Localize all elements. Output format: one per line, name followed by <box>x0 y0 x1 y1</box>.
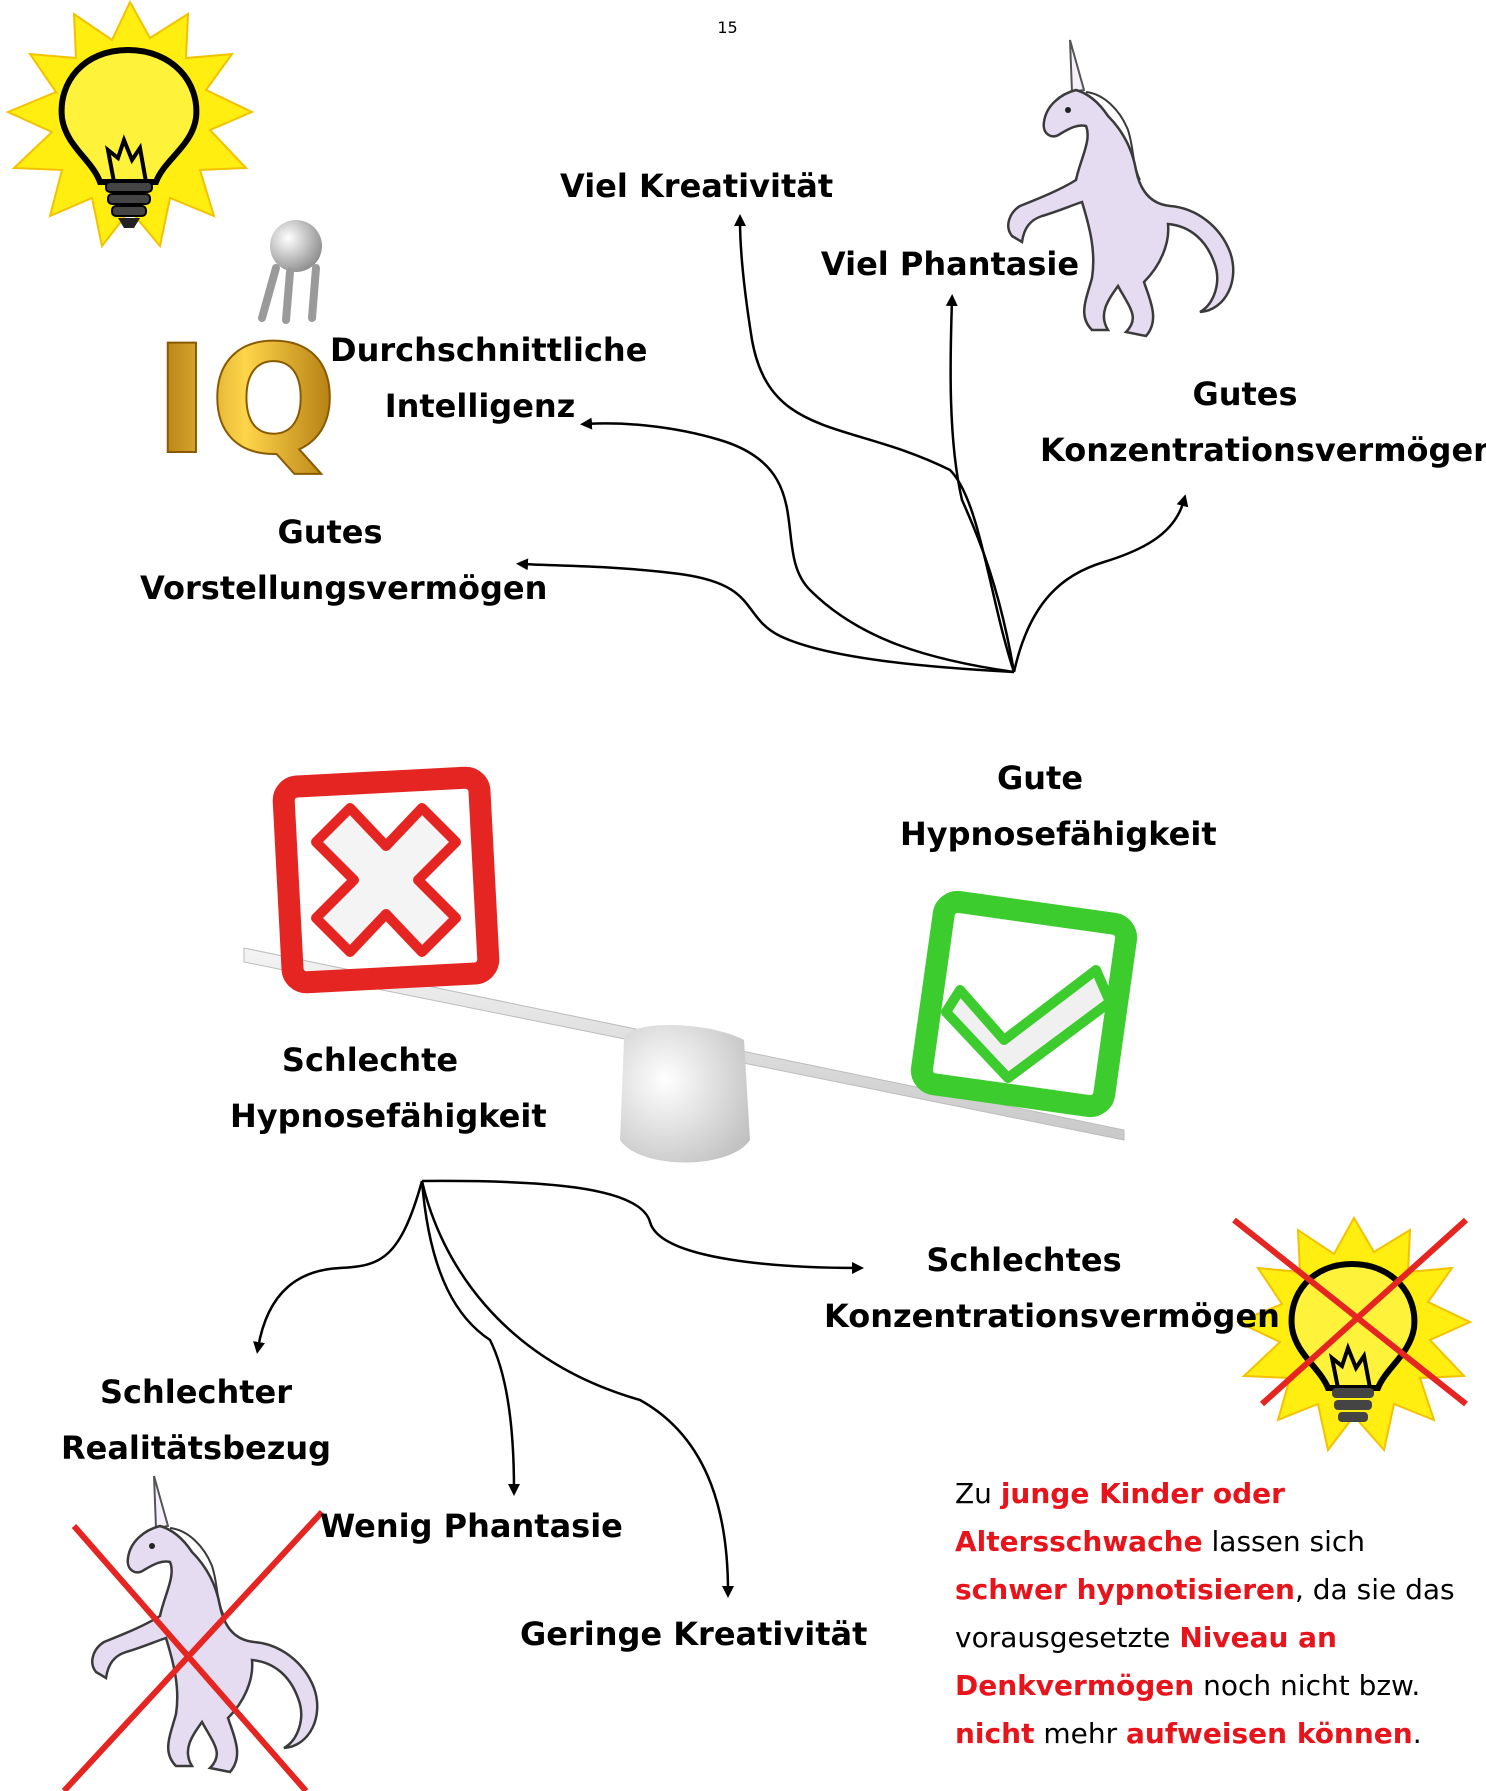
cross-box-icon <box>272 766 500 994</box>
note-text: . <box>1412 1717 1422 1750</box>
unicorn-icon <box>1007 39 1235 338</box>
label-viel-phantasie: Viel Phantasie <box>820 245 1080 283</box>
label-gute-hypnosefaehigkeit: Gute Hypnosefähigkeit <box>900 759 1217 853</box>
seesaw-graphic <box>243 766 1138 1163</box>
arrow-to-konzentration <box>1012 494 1189 673</box>
arrow-to-phantasie <box>945 294 1016 673</box>
note-text: lassen sich <box>1202 1525 1366 1558</box>
note-highlight: aufweisen können <box>1126 1717 1413 1750</box>
note-highlight: Niveau an Denkvermögen <box>955 1621 1337 1702</box>
label-wenig-phantasie: Wenig Phantasie <box>320 1507 623 1545</box>
note-paragraph: Zu junge Kinder oder Altersschwache lass… <box>955 1470 1465 1758</box>
arrow-to-geringe-kreativitaet <box>420 1180 734 1598</box>
lightbulb-icon <box>5 0 255 249</box>
upper-arrow-group <box>516 214 1189 674</box>
label-durchschnittliche-intelligenz: Durchschnittliche Intelligenz <box>330 331 648 425</box>
label-gutes-vorstellungsvermoegen: Gutes Vorstellungsvermögen <box>140 513 548 607</box>
note-text: , da sie das vorausgesetzte <box>955 1573 1455 1654</box>
note-text: noch nicht bzw. <box>1194 1669 1421 1702</box>
note-highlight: junge Kinder oder Altersschwache <box>955 1477 1285 1558</box>
crossed-unicorn-icon <box>61 1475 325 1791</box>
note-text: mehr <box>1034 1717 1127 1750</box>
arrow-to-vorstellung <box>516 558 1015 674</box>
lower-arrow-group <box>253 1179 864 1598</box>
crossed-lightbulb-icon <box>1232 1215 1473 1453</box>
arrow-to-wenig-phantasie <box>420 1180 520 1496</box>
iq-icon: IQ <box>153 220 338 489</box>
label-geringe-kreativitaet: Geringe Kreativität <box>520 1615 868 1653</box>
check-box-icon <box>910 890 1138 1118</box>
label-viel-kreativitaet: Viel Kreativität <box>560 167 834 205</box>
label-schlechtes-konzentrationsvermoegen: Schlechtes Konzentrationsvermögen <box>824 1241 1280 1335</box>
label-schlechte-hypnosefaehigkeit: Schlechte Hypnosefähigkeit <box>230 1041 547 1135</box>
note-highlight: schwer hypnotisieren <box>955 1573 1295 1606</box>
arrow-to-intelligenz <box>580 417 1015 674</box>
arrow-to-schlechtes-konzentration <box>421 1179 864 1274</box>
arrow-to-realitaet <box>253 1180 424 1354</box>
note-highlight: nicht <box>955 1717 1035 1750</box>
page-number: 15 <box>717 18 738 37</box>
label-schlechter-realitaetsbezug: Schlechter Realitätsbezug <box>60 1373 332 1467</box>
iq-logo-text: IQ <box>154 314 337 488</box>
label-gutes-konzentrationsvermoegen: Gutes Konzentrationsvermögen <box>1040 375 1486 469</box>
note-text: Zu <box>955 1477 1001 1510</box>
